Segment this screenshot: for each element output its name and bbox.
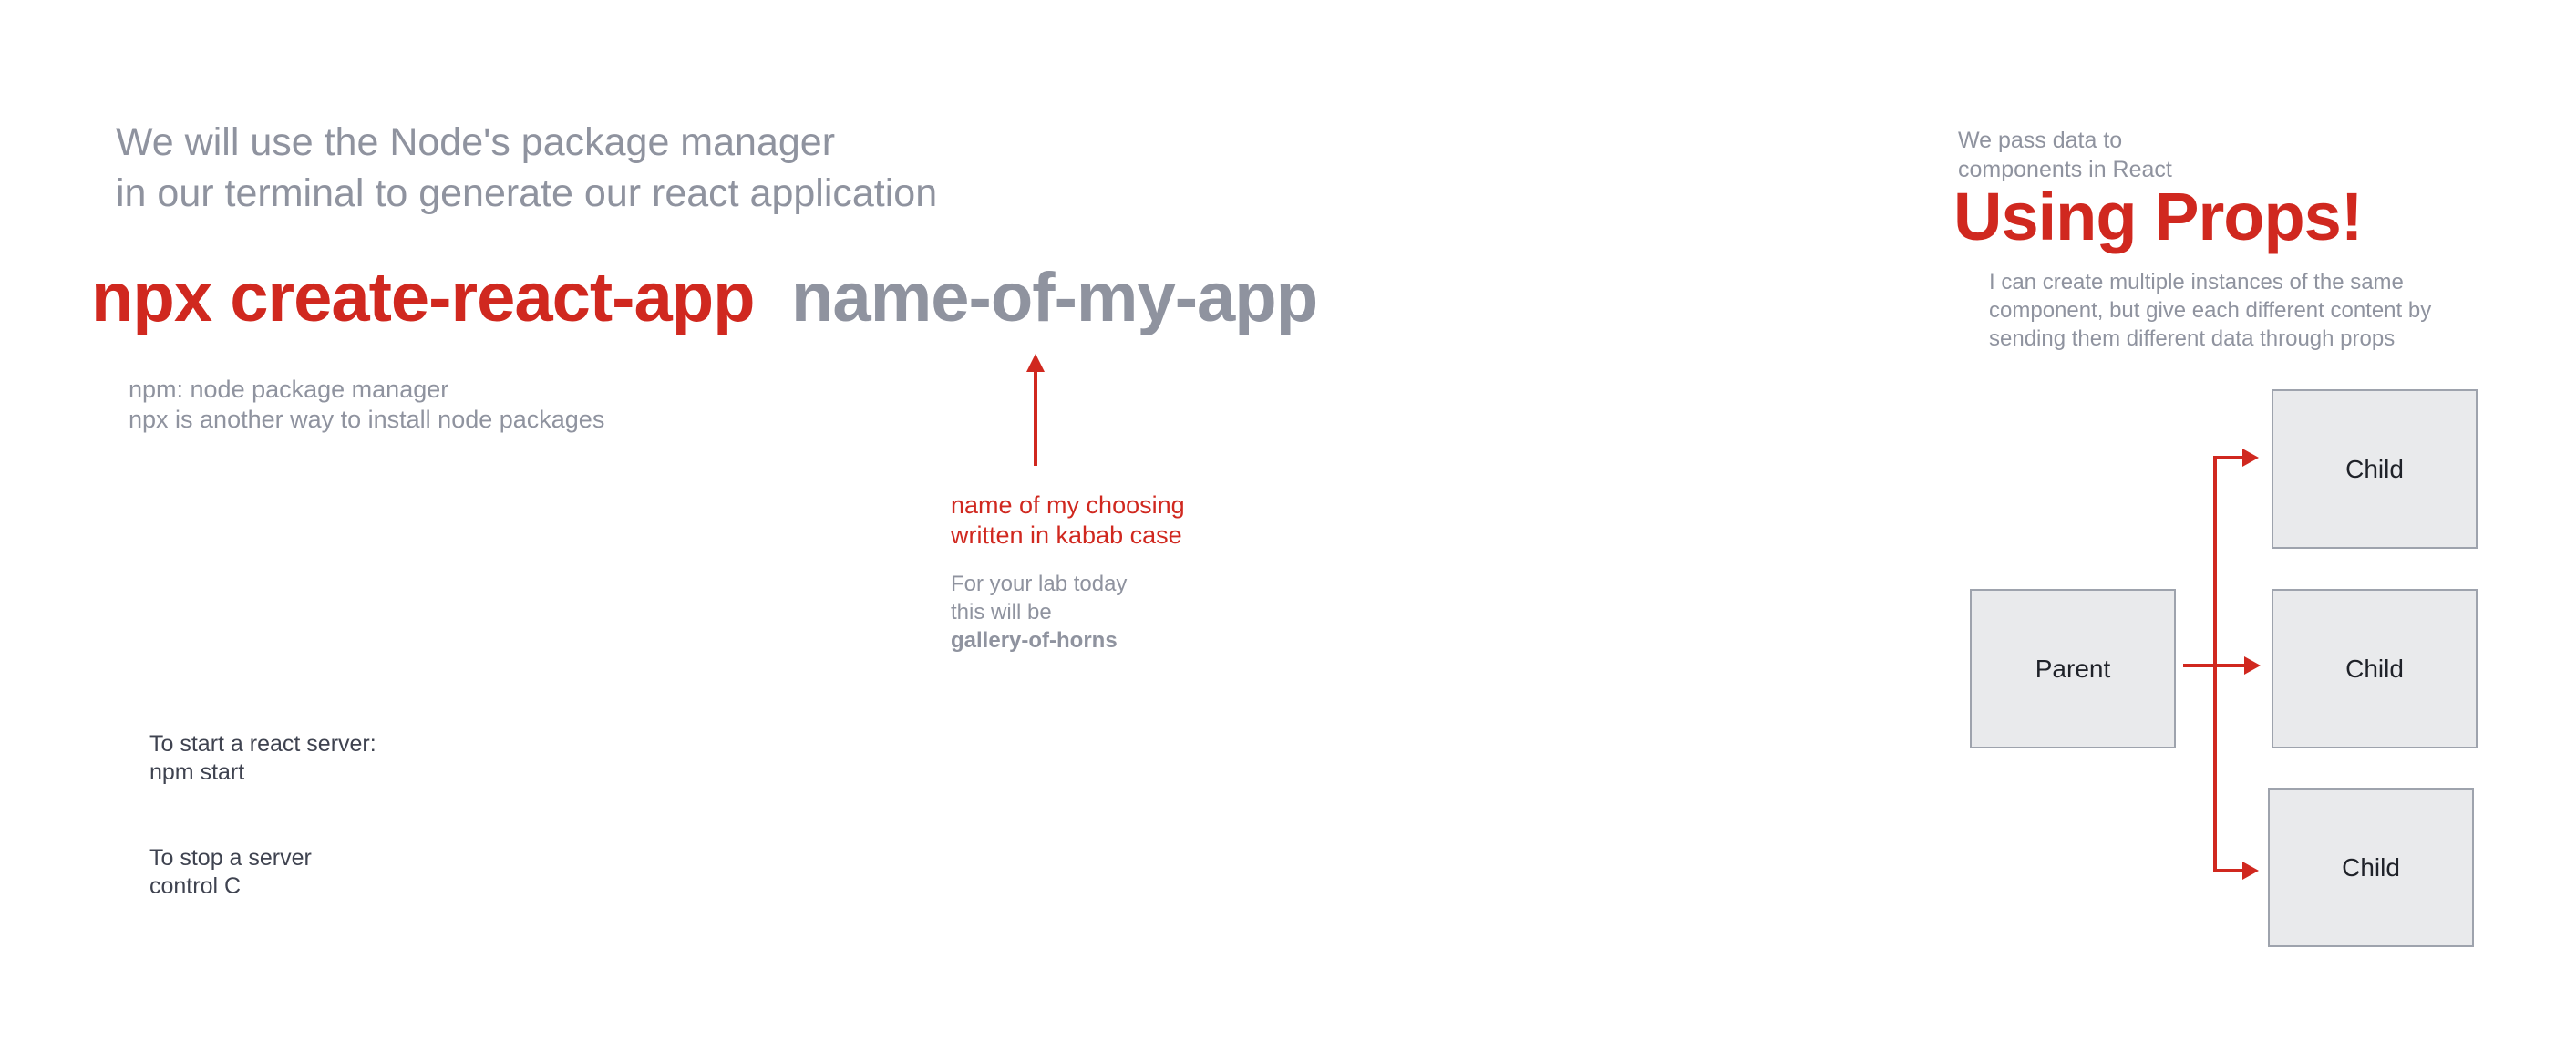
- lab-note-line-2: this will be: [951, 600, 1052, 624]
- lab-note-app-name: gallery-of-horns: [951, 628, 1118, 653]
- child-box-3: Child: [2268, 788, 2474, 947]
- command-main: npx create-react-app: [91, 259, 756, 336]
- props-intro-line-1: We pass data to: [1958, 128, 2123, 153]
- npm-note-line-1: npm: node package manager: [129, 376, 449, 403]
- props-desc-line-2: component, but give each different conte…: [1989, 298, 2432, 323]
- intro-line-2: in our terminal to generate our react ap…: [116, 171, 938, 215]
- parent-label: Parent: [2035, 654, 2111, 683]
- server-stop-line-1: To stop a server: [149, 845, 312, 871]
- props-desc-line-3: sending them different data through prop…: [1989, 326, 2396, 351]
- command-app-name: name-of-my-app: [791, 259, 1318, 336]
- child-label-1: Child: [2345, 454, 2404, 483]
- props-intro-line-2: components in React: [1958, 157, 2172, 182]
- arrow-to-child-1-head: [2242, 449, 2259, 467]
- server-stop-line-2: control C: [149, 873, 242, 899]
- props-description: I can create multiple instances of the s…: [1989, 268, 2431, 353]
- naming-note-line-1: name of my choosing: [951, 491, 1185, 519]
- parent-box: Parent: [1970, 589, 2176, 748]
- arrow-to-child-2-head: [2244, 656, 2261, 675]
- child-label-2: Child: [2345, 654, 2404, 683]
- npm-notes: npm: node package manager npx is another…: [129, 375, 604, 435]
- intro-line-1: We will use the Node's package manager: [116, 120, 836, 164]
- props-intro: We pass data to components in React: [1958, 126, 2172, 184]
- child-box-1: Child: [2272, 389, 2478, 549]
- server-start-line-2: npm start: [149, 759, 245, 785]
- npm-note-line-2: npx is another way to install node packa…: [129, 406, 605, 433]
- app-name-arrow-head: [1026, 354, 1045, 372]
- props-title: Using Props!: [1953, 179, 2363, 254]
- intro-text: We will use the Node's package manager i…: [116, 117, 937, 219]
- lab-note: For your lab today this will be gallery-…: [951, 570, 1127, 655]
- props-desc-line-1: I can create multiple instances of the s…: [1989, 270, 2404, 294]
- child-box-2: Child: [2272, 589, 2478, 748]
- server-stop-note: To stop a server control C: [149, 844, 312, 901]
- server-start-note: To start a react server: npm start: [149, 730, 376, 787]
- arrow-to-child-3-head: [2242, 862, 2259, 880]
- naming-note-line-2: written in kabab case: [951, 521, 1182, 549]
- server-start-line-1: To start a react server:: [149, 731, 376, 757]
- child-label-3: Child: [2342, 852, 2400, 882]
- lab-note-line-1: For your lab today: [951, 572, 1128, 596]
- naming-note: name of my choosing written in kabab cas…: [951, 490, 1185, 551]
